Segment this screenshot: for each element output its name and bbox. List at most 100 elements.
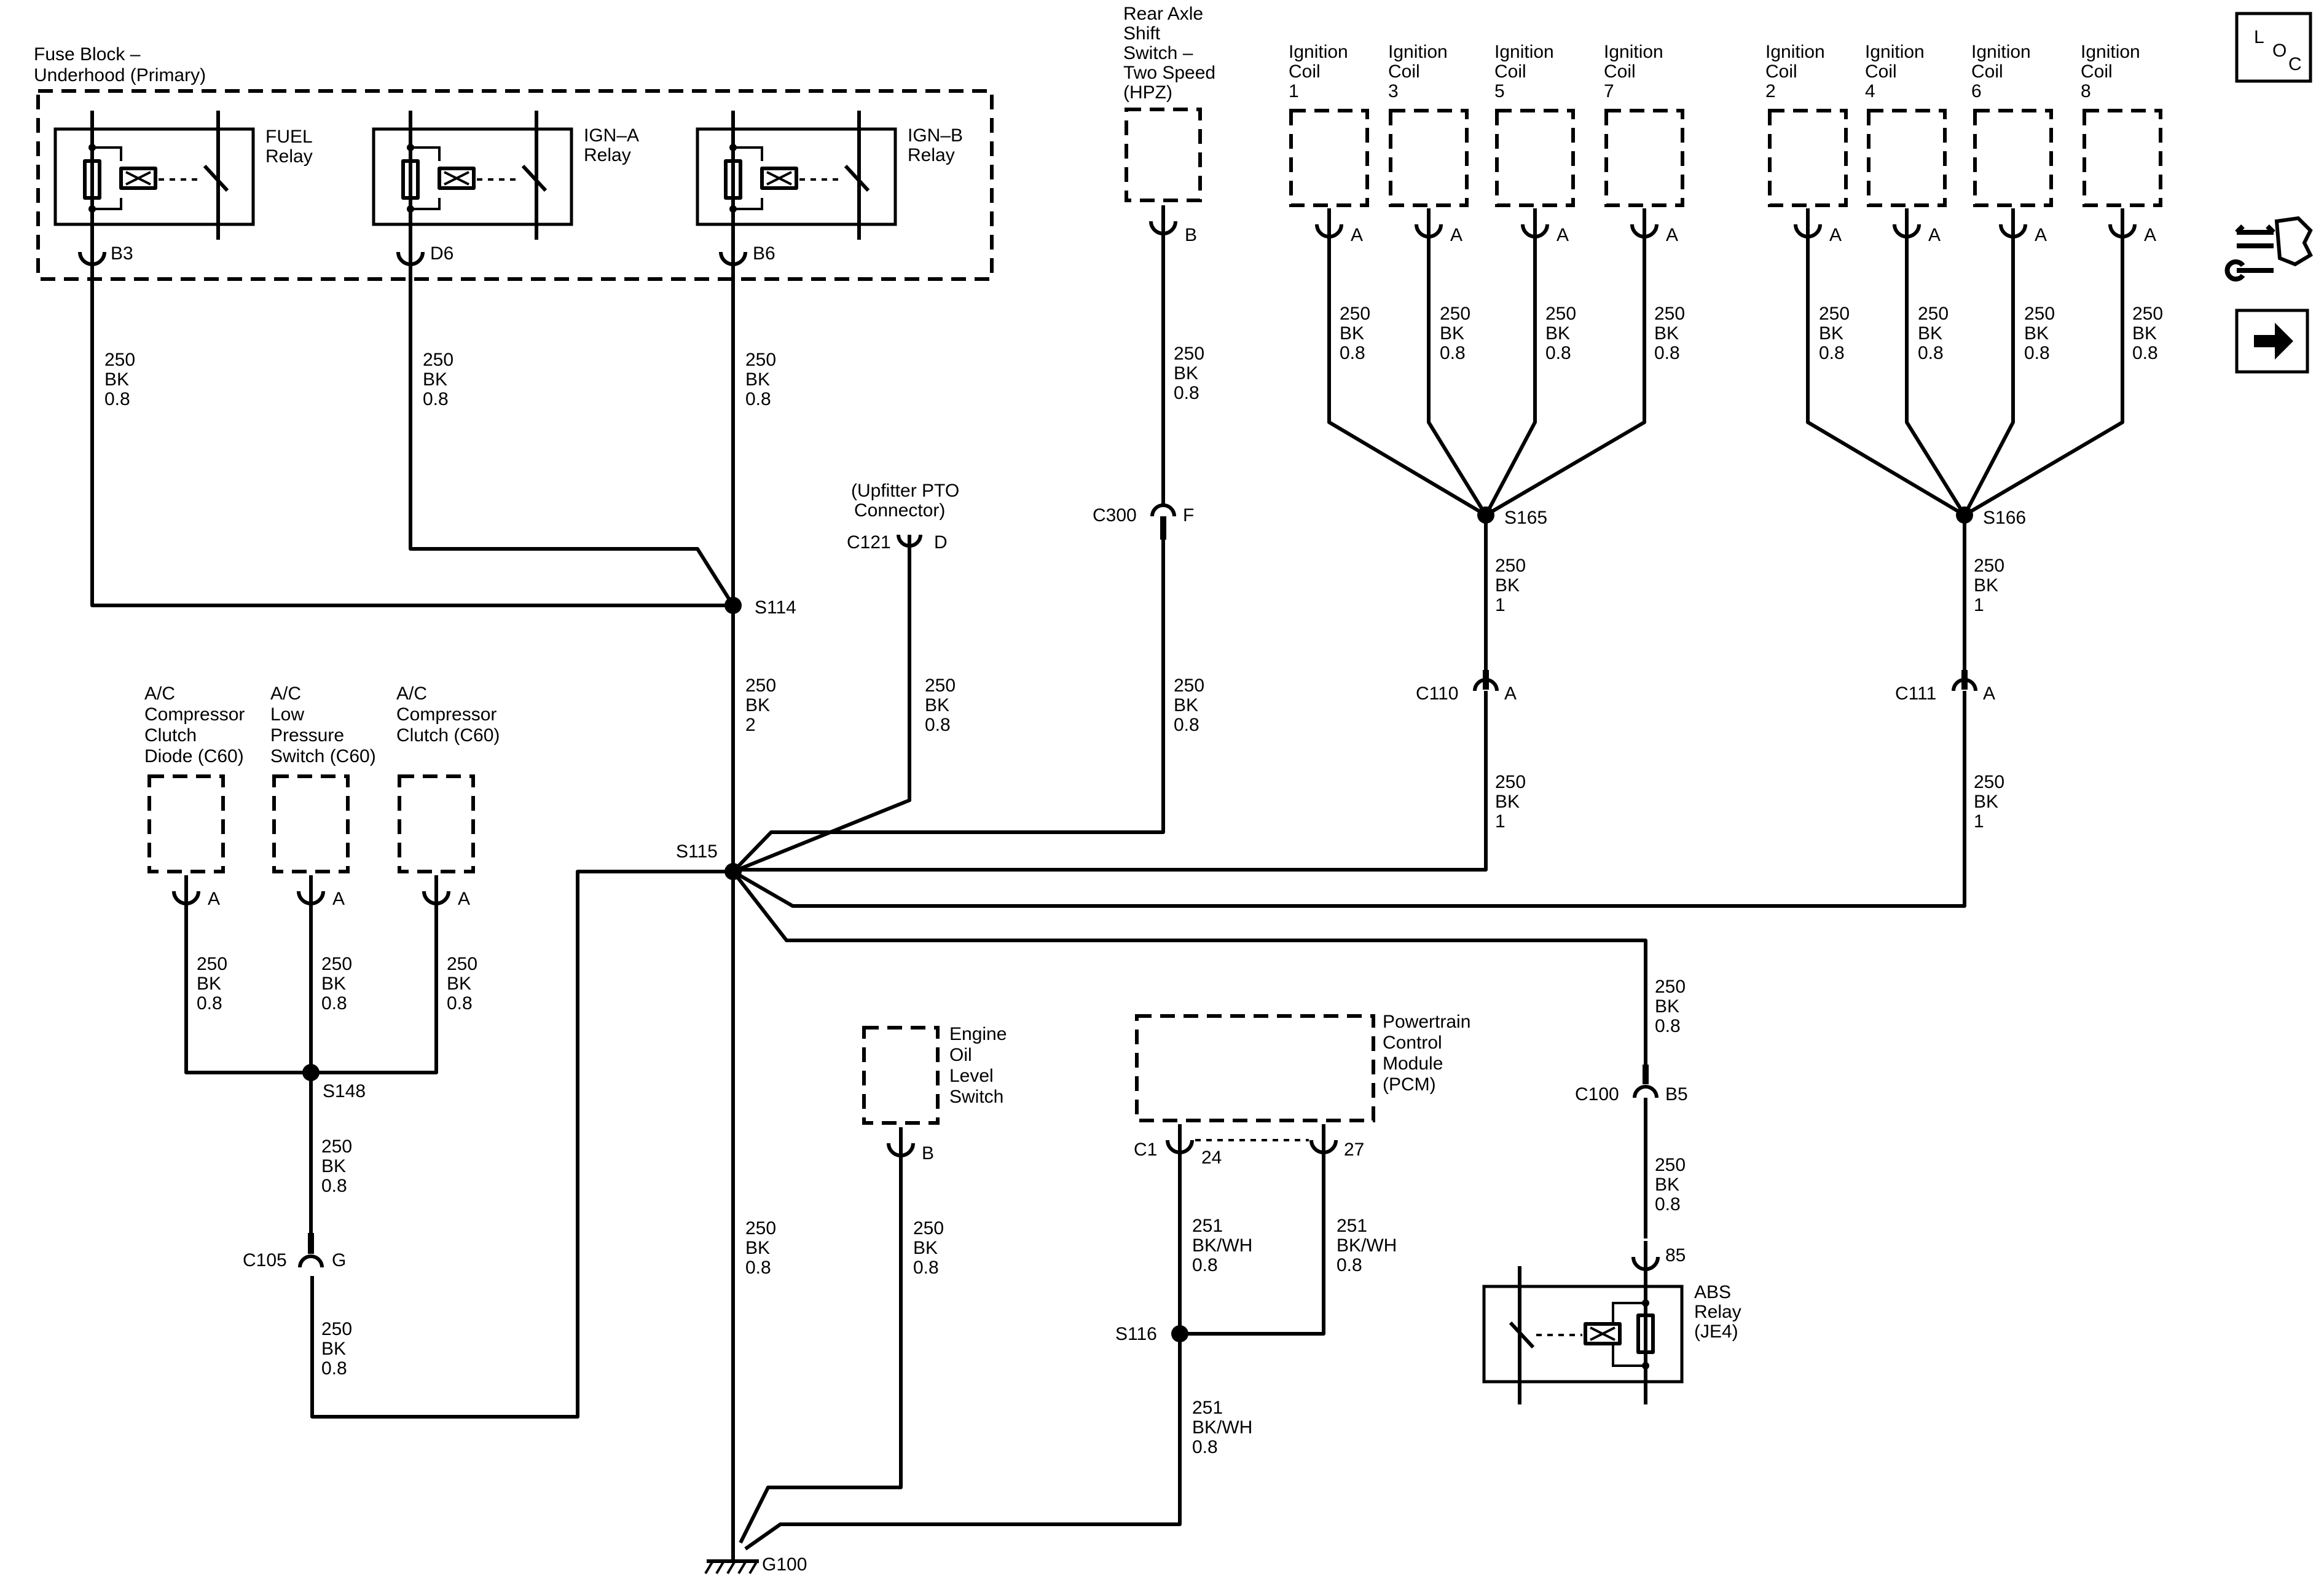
fuel-relay-label-1: FUEL <box>265 127 313 147</box>
svg-text:0.8: 0.8 <box>913 1258 939 1278</box>
svg-text:0.8: 0.8 <box>1545 343 1571 363</box>
svg-text:BK: BK <box>745 695 770 715</box>
rear-axle-label-1: Rear Axle <box>1123 4 1203 24</box>
connector-end-view-icon[interactable] <box>2224 216 2313 282</box>
c111-label: C111 <box>1895 683 1936 704</box>
svg-text:BK: BK <box>1174 695 1198 715</box>
pin-label: A <box>458 889 470 909</box>
pcm-label: Control <box>1383 1033 1442 1053</box>
ac-label: Low <box>270 704 304 725</box>
svg-text:250: 250 <box>745 675 776 696</box>
coil-number: 6 <box>1971 81 1982 101</box>
svg-text:1: 1 <box>1974 811 1984 832</box>
loc-letter: L <box>2254 27 2264 47</box>
svg-text:250: 250 <box>1819 304 1850 324</box>
svg-text:BK: BK <box>1340 323 1364 344</box>
fuse-block-label-1: Fuse Block – <box>34 44 141 65</box>
coil-label: Ignition <box>1388 42 1448 62</box>
abs-label: Relay <box>1694 1302 1741 1322</box>
svg-text:BK/WH: BK/WH <box>1192 1417 1252 1438</box>
loc-icon[interactable]: L O C <box>2235 12 2312 83</box>
ignition-coil-1: Ignition Coil 1 A <box>1289 42 1369 245</box>
svg-text:BK: BK <box>2132 323 2157 344</box>
ign-a-relay-pin: D6 <box>398 236 453 264</box>
svg-text:BK: BK <box>197 974 221 994</box>
svg-text:0.8: 0.8 <box>1655 1016 1681 1036</box>
ac-label: Switch (C60) <box>270 746 376 766</box>
upfitter-label-2: Connector) <box>854 500 945 521</box>
svg-text:0.8: 0.8 <box>423 389 449 409</box>
ac-label: Clutch <box>144 725 197 746</box>
wire-c105-s115 <box>310 870 733 1419</box>
abs-label: ABS <box>1694 1282 1731 1302</box>
fuse-block: Fuse Block – Underhood (Primary) FUEL Re… <box>34 44 994 281</box>
svg-text:BK: BK <box>745 1238 770 1258</box>
svg-text:BK: BK <box>1655 1175 1679 1195</box>
svg-text:BK: BK <box>1495 792 1520 812</box>
svg-text:0.8: 0.8 <box>1192 1437 1218 1457</box>
svg-text:BK: BK <box>1918 323 1942 344</box>
splice-s115-label: S115 <box>676 841 718 862</box>
svg-text:0.8: 0.8 <box>1819 343 1845 363</box>
coil-label: Coil <box>1289 61 1321 82</box>
svg-text:BK: BK <box>1655 996 1679 1017</box>
svg-text:BK: BK <box>321 974 346 994</box>
svg-text:250: 250 <box>104 350 135 370</box>
ac-label: A/C <box>270 683 301 704</box>
ac-label: Diode (C60) <box>144 746 244 766</box>
coil-label: Ignition <box>2081 42 2140 62</box>
loc-letter: C <box>2288 54 2302 74</box>
pin-label: A <box>2144 225 2156 245</box>
svg-text:251: 251 <box>1192 1398 1223 1418</box>
right-arrow-icon[interactable] <box>2235 309 2309 374</box>
pin-label: 85 <box>1665 1245 1686 1266</box>
ignition-coil-4: Ignition Coil 4 A <box>1865 42 1947 245</box>
ignition-coil-6: Ignition Coil 6 A <box>1971 42 2053 245</box>
c105-pin-label: G <box>332 1250 346 1270</box>
rear-axle-label-2: Shift <box>1123 23 1161 44</box>
svg-text:0.8: 0.8 <box>321 1358 347 1379</box>
wire-upfitter <box>732 556 911 873</box>
svg-text:250: 250 <box>321 1136 352 1157</box>
svg-text:250: 250 <box>2132 304 2163 324</box>
svg-text:250: 250 <box>1495 772 1526 792</box>
ignition-coil-2: Ignition Coil 2 A <box>1765 42 1848 245</box>
svg-text:250: 250 <box>1174 344 1204 364</box>
svg-text:0.8: 0.8 <box>104 389 130 409</box>
svg-text:250: 250 <box>2024 304 2055 324</box>
upfitter-pto-connector: (Upfitter PTO Connector) C121 D <box>732 481 959 873</box>
coil-label: Coil <box>1865 61 1897 82</box>
svg-text:251: 251 <box>1337 1216 1367 1236</box>
svg-text:BK: BK <box>1654 323 1679 344</box>
pcm-connector-label: C1 <box>1134 1140 1157 1160</box>
pin-label: A <box>1557 225 1569 245</box>
svg-text:0.8: 0.8 <box>1918 343 1944 363</box>
svg-text:250: 250 <box>321 1319 352 1339</box>
c100-pin-label: B5 <box>1665 1084 1688 1105</box>
engine-oil-label: Switch <box>949 1087 1003 1107</box>
svg-text:BK: BK <box>104 369 129 390</box>
svg-text:BK: BK <box>1974 792 1998 812</box>
svg-text:BK: BK <box>1174 363 1198 384</box>
svg-text:250: 250 <box>423 350 453 370</box>
coil-number: 7 <box>1604 81 1614 101</box>
ac-low-pressure-switch: A/C Low Pressure Switch (C60) A <box>270 683 376 909</box>
abs-relay: C100 B5 85 ABS Relay (JE4) <box>1482 1065 1741 1404</box>
